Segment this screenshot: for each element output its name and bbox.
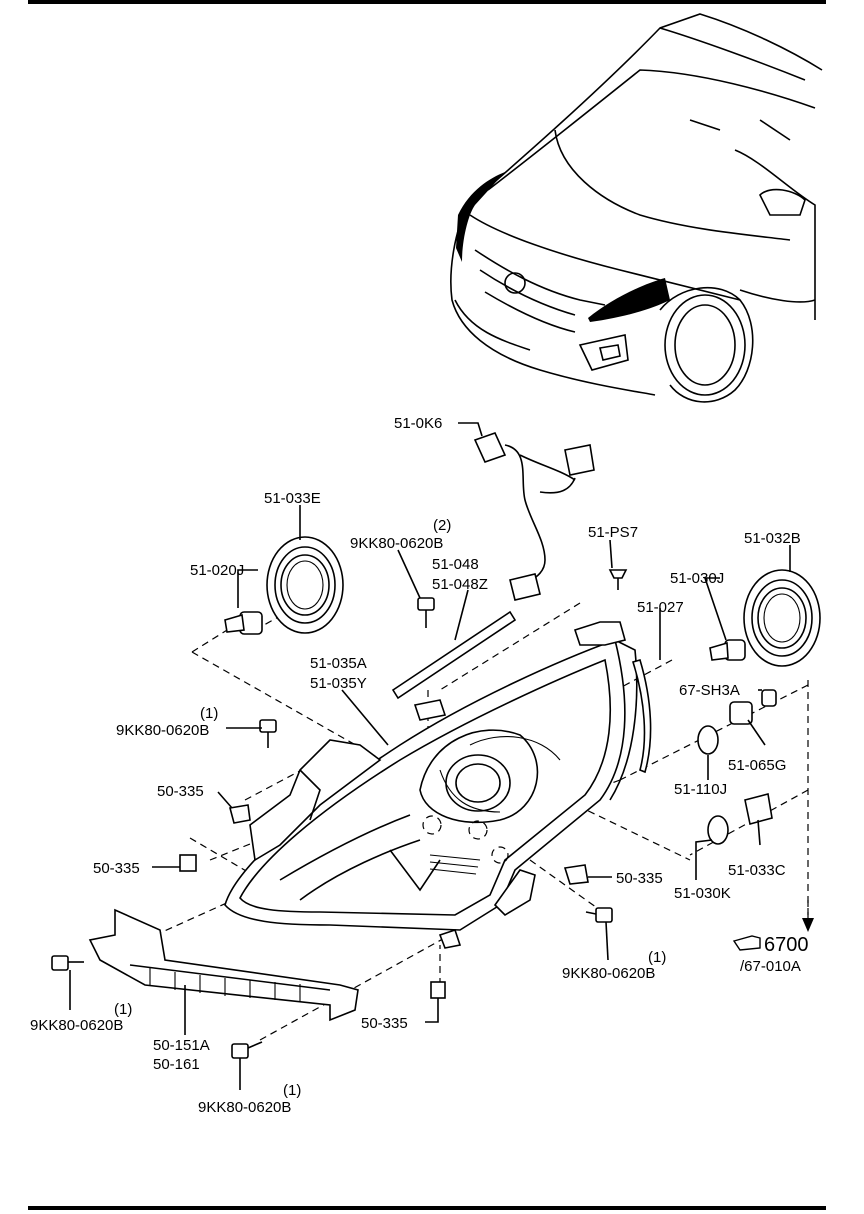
label-51-ps7: 51-PS7 (588, 524, 638, 541)
headlamp-assembly (224, 621, 638, 949)
label-qty-bl: (1) (114, 1001, 132, 1018)
label-50-335-a: 50-335 (157, 783, 204, 800)
label-51-033c: 51-033C (728, 862, 786, 879)
bulb-right (709, 639, 746, 661)
label-50-335-b: 50-335 (93, 860, 140, 877)
label-9kk-bl: 9KK80-0620B (30, 1017, 123, 1034)
label-51-035y: 51-035Y (310, 675, 367, 692)
label-51-048z: 51-048Z (432, 576, 488, 593)
label-51-032b: 51-032B (744, 530, 801, 547)
label-ref-67-010a: /67-010A (740, 958, 801, 975)
bottom-border (28, 1206, 826, 1210)
label-51-020j: 51-020J (190, 562, 244, 579)
car-illustration (450, 13, 823, 403)
label-50-161: 50-161 (153, 1056, 200, 1073)
label-9kk-left: 9KK80-0620B (116, 722, 209, 739)
label-51-030j: 51-030J (670, 570, 724, 587)
clip-b (179, 854, 197, 872)
label-51-110j: 51-110J (674, 781, 727, 798)
label-51-027: 51-027 (637, 599, 684, 616)
clip-a (229, 804, 251, 824)
wiring-harness (473, 432, 595, 601)
clip-d (430, 981, 446, 999)
bolt-left (259, 719, 277, 748)
top-border (28, 0, 826, 4)
label-50-335-d: 50-335 (361, 1015, 408, 1032)
label-51-035a: 51-035A (310, 655, 367, 672)
label-51-033e: 51-033E (264, 490, 321, 507)
label-9kk-right: 9KK80-0620B (562, 965, 655, 982)
pointing-hand-icon (732, 935, 761, 951)
label-51-030k: 51-030K (674, 885, 731, 902)
label-50-151a: 50-151A (153, 1037, 210, 1054)
label-9kk-bot: 9KK80-0620B (198, 1099, 291, 1116)
push-rivet (608, 569, 628, 590)
label-51-0k6: 51-0K6 (394, 415, 442, 432)
label-qty-top: (2) (433, 517, 451, 534)
label-qty-right: (1) (648, 949, 666, 966)
label-67-sh3a: 67-SH3A (679, 682, 740, 699)
socket-cover-left (266, 536, 344, 634)
socket-cover-right (743, 569, 821, 667)
seal-strip (391, 610, 517, 700)
side-bulb-lower (707, 793, 773, 845)
bolt-right (585, 907, 613, 923)
bulb-left (224, 611, 263, 635)
clip-c (563, 864, 589, 885)
reference-callout: 6700 /67-010A (732, 934, 809, 975)
label-51-065g: 51-065G (728, 757, 786, 774)
bolt-bl (51, 955, 84, 971)
label-51-048: 51-048 (432, 556, 479, 573)
side-marker-bulb (697, 689, 777, 755)
leader-lines (69, 422, 814, 1090)
bolt-top (417, 597, 435, 628)
side-seal (631, 659, 652, 774)
label-qty-bot: (1) (283, 1082, 301, 1099)
label-qty-left: (1) (200, 705, 218, 722)
lower-bracket (88, 908, 359, 1022)
callout-labels: 51-0K6 51-033E (2) 9KK80-0620B 51-PS7 51… (30, 415, 809, 1116)
label-ref-6700: 6700 (764, 934, 809, 956)
label-9kk-top: 9KK80-0620B (350, 535, 443, 552)
label-50-335-c: 50-335 (616, 870, 663, 887)
bolt-bottom (231, 1041, 263, 1059)
